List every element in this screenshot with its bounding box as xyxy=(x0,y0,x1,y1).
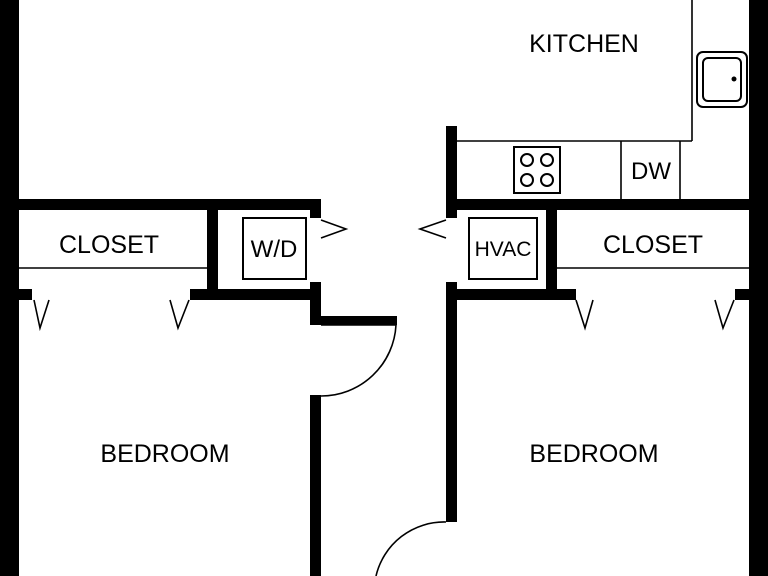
closet-right-door-2 xyxy=(714,299,735,331)
bedroom-left-right-wall xyxy=(310,395,321,576)
bedroom-right-label: BEDROOM xyxy=(529,440,658,468)
washer-dryer-box xyxy=(242,217,307,280)
bedroom-left-label: BEDROOM xyxy=(100,440,229,468)
hvac-label: HVAC xyxy=(475,238,532,261)
kitchen-label: KITCHEN xyxy=(529,30,639,58)
kitchen-bottom-wall xyxy=(446,199,768,210)
hvac-bifold-door xyxy=(417,219,447,239)
laundry-right-wall-top xyxy=(310,199,321,218)
labels: KITCHEN CLOSET CLOSET BEDROOM BEDROOM W/… xyxy=(59,30,703,468)
closet-left-door-2 xyxy=(169,299,190,331)
exterior-wall-right xyxy=(749,0,768,576)
washer-dryer-label: W/D xyxy=(251,236,298,263)
laundry-bifold-door xyxy=(320,219,349,239)
closet-left-top-wall xyxy=(0,199,321,210)
closet-right-bottom-wall-stub xyxy=(735,289,768,300)
cooktop-icon xyxy=(513,146,561,194)
kitchen-left-wall xyxy=(446,126,457,218)
closet-right-divider-wall xyxy=(546,199,557,300)
bedroom-left-door-swing xyxy=(320,324,397,397)
thin-lines xyxy=(19,0,749,269)
bedroom-left-door-header xyxy=(310,316,397,325)
exterior-wall-left xyxy=(0,0,19,576)
laundry-right-wall-bottom xyxy=(310,282,321,325)
closet-left-bottom-wall xyxy=(190,289,321,300)
closet-left-bottom-wall-stub xyxy=(0,289,32,300)
doors xyxy=(33,219,735,576)
sink-icon xyxy=(696,51,748,108)
closet-left-divider-wall xyxy=(207,199,218,300)
fixtures xyxy=(242,51,748,280)
closet-right-door-1 xyxy=(575,299,594,331)
bedroom-right-left-wall xyxy=(446,289,457,522)
closet-right-label: CLOSET xyxy=(603,231,703,259)
closet-left-label: CLOSET xyxy=(59,231,159,259)
dishwasher-label: DW xyxy=(631,158,671,185)
closet-left-door-1 xyxy=(33,299,50,332)
bedroom-right-door-swing xyxy=(375,521,447,576)
hvac-box xyxy=(468,217,538,280)
closet-right-bottom-wall xyxy=(446,289,576,300)
